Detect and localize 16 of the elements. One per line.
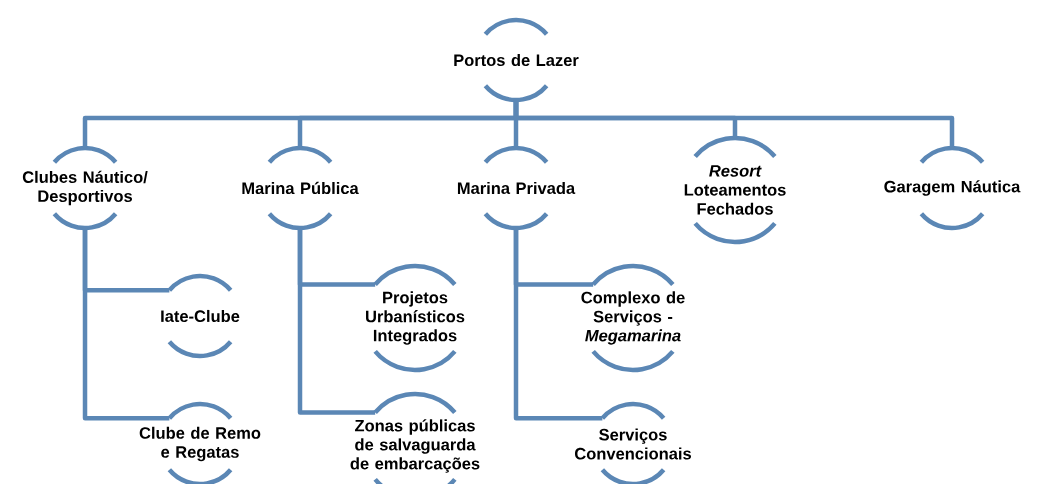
node-label: Portos de Lazer	[454, 53, 579, 67]
node-label: Garagem Náutica	[884, 180, 1021, 196]
node-label: Serviços Convencionais	[575, 428, 691, 460]
node-label: Zonas públicas de salvaguarda de embarcações	[350, 419, 480, 473]
node-label: Marina Privada	[457, 181, 576, 195]
connector-line	[297, 228, 376, 415]
node-label: Marina Pública	[242, 181, 359, 195]
node-label: Projetos Urbanísticos Integrados	[366, 291, 465, 345]
node-label: Clubes Náutico/ Desportivos	[22, 170, 148, 206]
connector-line	[513, 228, 603, 421]
connector-line	[513, 100, 955, 148]
connector-line	[82, 228, 170, 421]
node-label: Iate-Clube	[161, 309, 240, 323]
node-label: Complexo de Serviços - Megamarina	[581, 291, 685, 345]
node-label: Resort Loteamentos Fechados	[684, 165, 786, 215]
node-label: Clube de Remo e Regatas	[139, 426, 261, 462]
